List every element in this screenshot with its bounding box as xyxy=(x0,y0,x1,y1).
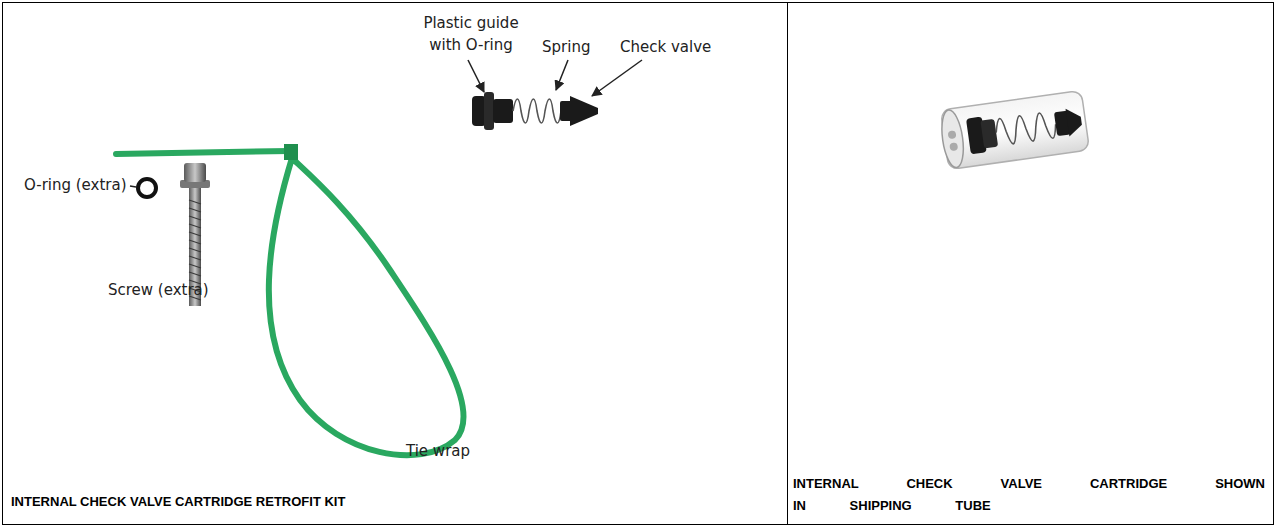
part-label: Spring xyxy=(542,36,612,58)
leader-line xyxy=(468,60,484,92)
leader-line xyxy=(130,186,136,187)
part-label: Check valve xyxy=(620,36,730,58)
panel-caption: INTERNAL CHECK VALVE CARTRIDGE RETROFIT … xyxy=(11,491,711,513)
tie-wrap xyxy=(116,144,464,455)
leader-line xyxy=(592,60,642,96)
panel-caption: INTERNAL CHECK VALVE CARTRIDGE SHOWN IN … xyxy=(793,473,1265,517)
cartridge-parts xyxy=(472,92,598,130)
leader-line xyxy=(556,60,568,90)
o-ring xyxy=(138,179,156,197)
part-label: Plastic guide with O-ring xyxy=(412,12,530,56)
tube-panel: INTERNAL CHECK VALVE CARTRIDGE SHOWN IN … xyxy=(787,2,1274,525)
part-label: Screw (extra) xyxy=(108,279,228,301)
part-label: O-ring (extra) xyxy=(24,174,144,196)
shipping-tube xyxy=(939,90,1090,169)
part-label: Tie wrap xyxy=(406,440,496,462)
kit-panel: INTERNAL CHECK VALVE CARTRIDGE RETROFIT … xyxy=(2,2,788,525)
